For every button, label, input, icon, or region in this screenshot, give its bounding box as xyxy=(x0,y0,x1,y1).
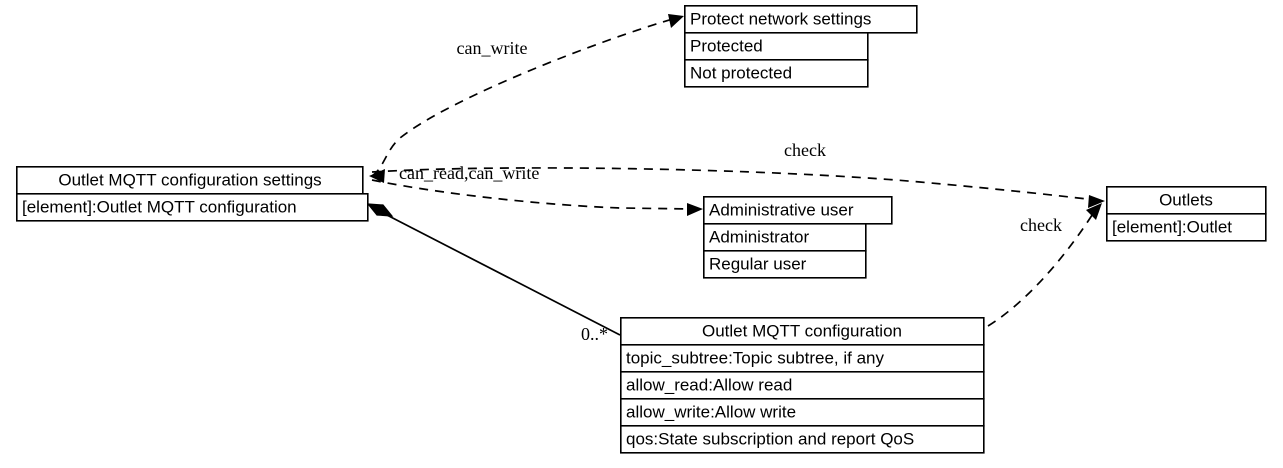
node-adminuser-header-label: Administrative user xyxy=(709,200,854,219)
edge-check-settings-outlets-arrowhead xyxy=(1088,195,1105,208)
edge-check-config-outlets: check xyxy=(987,203,1102,327)
node-adminuser-header-rect xyxy=(702,196,893,225)
node-protect-network-settings[interactable]: Protect network settings Protected Not p… xyxy=(683,5,918,88)
edge-check-config-outlets-arrowhead xyxy=(1086,203,1102,220)
edge-composition: 0..* xyxy=(366,203,621,344)
composition-diamond-glyph xyxy=(366,203,394,217)
node-outlets-row-0-rect xyxy=(1106,213,1267,242)
edge-composition-multiplicity-label: 0..* xyxy=(581,324,608,344)
node-outlet-mqtt-configuration[interactable]: Outlet MQTT configuration topic_subtree:… xyxy=(619,316,985,454)
edge-settings-inbound-arrowhead xyxy=(369,169,385,183)
node-config-header-rect xyxy=(619,316,985,346)
node-protect-header-label: Protect network settings xyxy=(690,9,871,28)
node-adminuser-row-0-rect xyxy=(702,223,867,252)
node-outlet-mqtt-configuration-settings[interactable]: Outlet MQTT configuration settings [elem… xyxy=(15,166,369,222)
node-config-row-1-rect xyxy=(619,370,985,400)
node-config-row-2-label: allow_write:Allow write xyxy=(626,402,796,421)
edge-can-read-can-write-line xyxy=(371,179,695,210)
edge-check-settings-outlets-line xyxy=(371,167,1097,201)
node-adminuser-row-1-rect xyxy=(702,250,867,279)
edge-check-config-outlets-label: check xyxy=(1020,215,1062,235)
node-config-row-2-rect xyxy=(619,397,985,427)
edge-can-write-line xyxy=(371,17,677,177)
node-protect-row-1-rect xyxy=(683,58,869,88)
node-settings-row-0-rect xyxy=(15,193,369,222)
edge-can-write-arrowhead xyxy=(668,14,684,28)
node-settings-header-label: Outlet MQTT configuration settings xyxy=(58,170,321,189)
edge-check-config-outlets-line xyxy=(987,211,1095,327)
edge-can-read-can-write-label: can_read,can_write xyxy=(399,163,539,183)
node-config-row-0-label: topic_subtree:Topic subtree, if any xyxy=(626,348,884,367)
node-outlets-row-0-label: [element]:Outlet xyxy=(1112,217,1232,236)
node-settings-row-0-label: [element]:Outlet MQTT configuration xyxy=(22,197,297,216)
settings-inbound-arrow-glyph xyxy=(369,169,385,183)
node-administrative-user[interactable]: Administrative user Administrator Regula… xyxy=(702,196,893,279)
edge-can-read-can-write-arrowhead xyxy=(687,203,703,216)
edge-composition-line xyxy=(382,212,621,336)
node-adminuser-row-0-label: Administrator xyxy=(709,227,809,246)
node-protect-row-0-label: Protected xyxy=(690,36,763,55)
edge-can-read-can-write: can_read,can_write xyxy=(371,163,703,216)
node-adminuser-row-1-label: Regular user xyxy=(709,254,807,273)
node-outlets[interactable]: Outlets [element]:Outlet xyxy=(1106,186,1267,242)
edge-can-write: can_write xyxy=(371,14,684,177)
node-outlets-header-label: Outlets xyxy=(1159,190,1213,209)
node-config-row-3-label: qos:State subscription and report QoS xyxy=(626,429,914,448)
node-protect-row-1-label: Not protected xyxy=(690,63,792,82)
node-config-row-1-label: allow_read:Allow read xyxy=(626,375,792,394)
edge-check-settings-outlets-label: check xyxy=(784,140,826,160)
node-config-header-label: Outlet MQTT configuration xyxy=(702,321,902,340)
node-protect-header-rect xyxy=(683,5,918,34)
edge-can-write-label: can_write xyxy=(457,38,528,58)
edge-check-settings-outlets: check xyxy=(371,140,1105,208)
node-config-row-3-rect xyxy=(619,424,985,454)
